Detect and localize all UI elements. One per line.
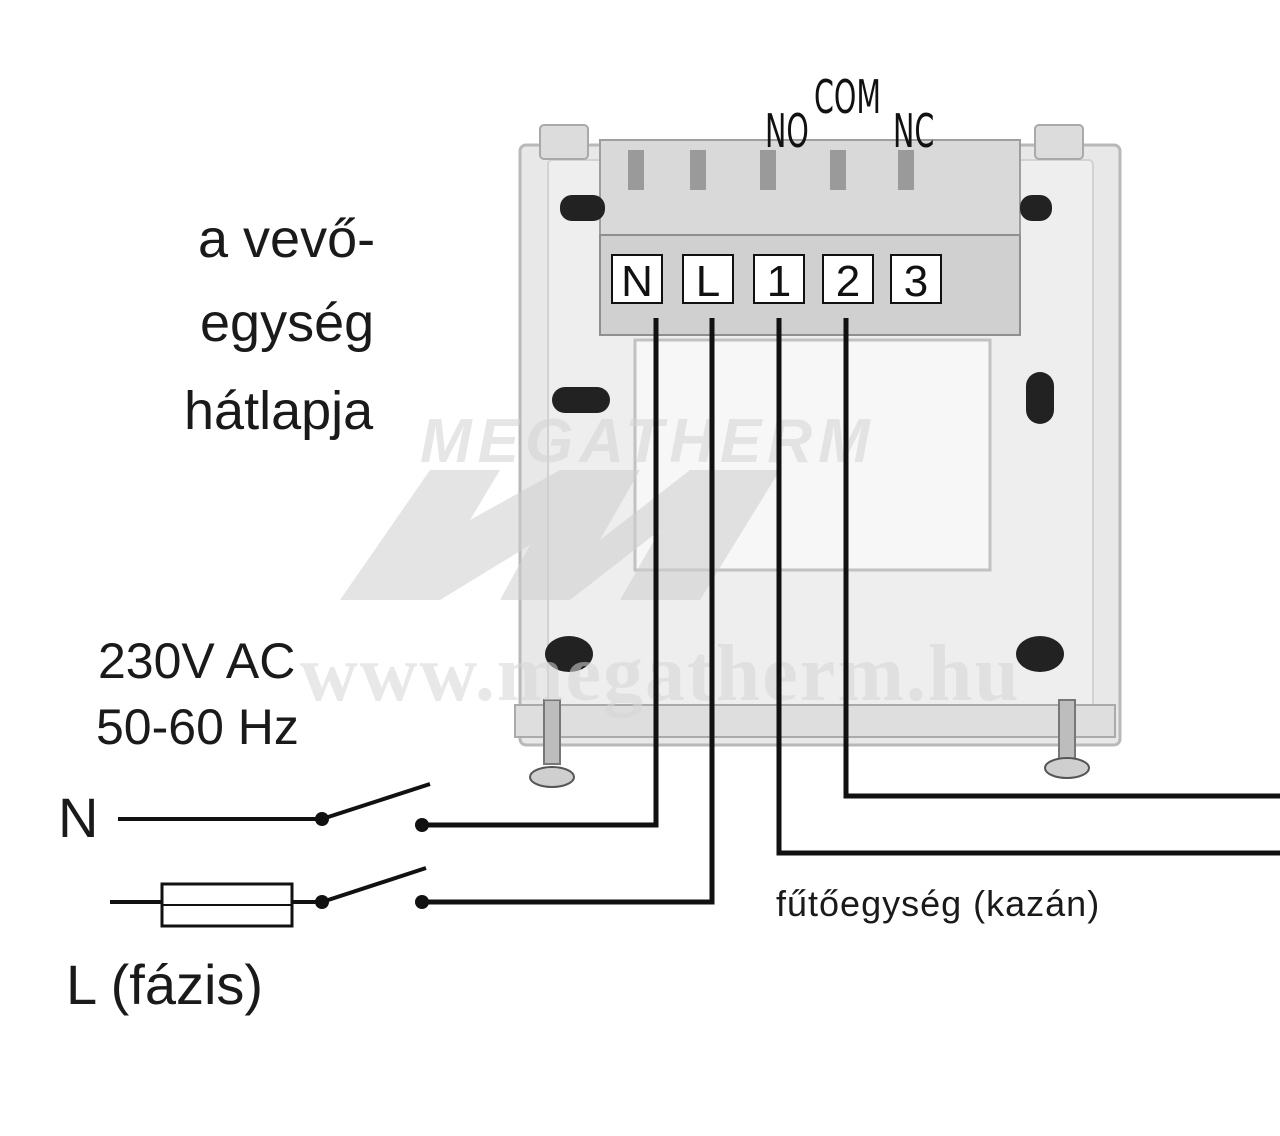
terminal-N: N xyxy=(611,254,663,306)
terminal-1: 1 xyxy=(753,254,805,306)
terminal-label: 1 xyxy=(767,257,791,306)
relay-label-com: COM xyxy=(814,70,881,124)
relay-label-nc: NC xyxy=(893,104,935,158)
neutral-label: N xyxy=(58,786,99,849)
wire-neutral xyxy=(422,318,659,828)
supply-voltage: 230V AC xyxy=(98,633,296,689)
terminal-3: 3 xyxy=(890,254,942,306)
supply-frequency: 50-60 Hz xyxy=(96,699,299,755)
watermark-url: www.megatherm.hu xyxy=(300,630,1021,718)
watermark: MEGATHERM www.megatherm.hu xyxy=(300,407,1021,718)
receiver-label-line-3: hátlapja xyxy=(184,381,374,441)
receiver-label-line-1: a vevő- xyxy=(198,209,376,269)
receiver-label-line-2: egység xyxy=(200,293,375,353)
double-pole-switch xyxy=(110,782,431,928)
terminal-label: 2 xyxy=(836,257,860,306)
watermark-brand: MEGATHERM xyxy=(420,407,876,476)
terminal-label: 3 xyxy=(904,257,928,306)
relay-label-no: NO xyxy=(765,104,809,158)
screw-icon xyxy=(1044,699,1090,779)
wiring xyxy=(422,318,1280,905)
wire-phase xyxy=(422,318,715,905)
terminal-label: L xyxy=(696,257,720,306)
wire-relay-2 xyxy=(843,318,1280,799)
terminal-strip: N L 1 2 3 xyxy=(611,254,942,306)
terminal-L: L xyxy=(682,254,734,306)
heater-label: fűtőegység (kazán) xyxy=(776,883,1101,924)
phase-label: L (fázis) xyxy=(66,953,264,1016)
wire-relay-1 xyxy=(776,318,1280,856)
switch-contacts xyxy=(315,812,429,909)
screw-icon xyxy=(529,699,575,788)
terminal-label: N xyxy=(621,257,653,306)
terminal-2: 2 xyxy=(822,254,874,306)
